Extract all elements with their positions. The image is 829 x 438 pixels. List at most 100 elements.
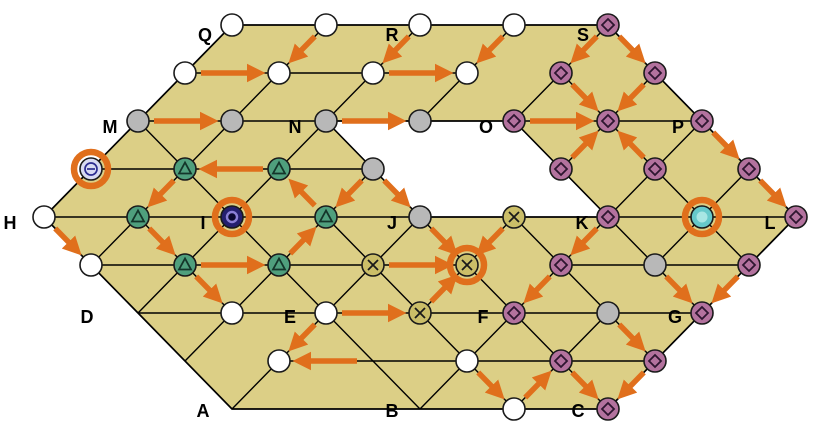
diamond-symbol-icon bbox=[741, 161, 757, 177]
site-purple bbox=[690, 109, 714, 133]
vertex-label-H: H bbox=[4, 213, 17, 233]
site-white bbox=[220, 13, 244, 37]
site-green bbox=[173, 157, 197, 181]
diamond-symbol-icon bbox=[600, 209, 616, 225]
site-green bbox=[267, 157, 291, 181]
site-gray bbox=[220, 109, 244, 133]
site-purple bbox=[596, 205, 620, 229]
site-green bbox=[173, 253, 197, 277]
triangle-symbol-icon bbox=[177, 256, 193, 271]
diamond-symbol-icon bbox=[600, 401, 616, 417]
diamond-symbol-icon bbox=[553, 161, 569, 177]
flow-arrow bbox=[335, 178, 364, 208]
site-purple bbox=[643, 61, 667, 85]
site-white bbox=[408, 13, 432, 37]
flow-arrow bbox=[617, 370, 646, 400]
diamond-symbol-icon bbox=[694, 113, 710, 129]
triangle-symbol-icon bbox=[271, 256, 287, 271]
minus-symbol-icon bbox=[84, 162, 98, 176]
defect-ring bbox=[446, 244, 488, 286]
diamond-symbol-icon bbox=[741, 257, 757, 273]
teal-core-icon bbox=[696, 211, 708, 223]
diamond-symbol-icon bbox=[553, 257, 569, 273]
flow-arrow bbox=[147, 226, 176, 256]
site-purple bbox=[502, 109, 526, 133]
vertex-label-R: R bbox=[386, 25, 399, 45]
site-white bbox=[314, 301, 338, 325]
defect-ring bbox=[681, 196, 723, 238]
flow-arrow bbox=[570, 226, 599, 256]
vertex-label-S: S bbox=[577, 25, 589, 45]
triangle-symbol-icon bbox=[271, 160, 287, 175]
diamond-symbol-icon bbox=[506, 305, 522, 321]
diamond-symbol-icon bbox=[553, 353, 569, 369]
site-white bbox=[173, 61, 197, 85]
site-purple bbox=[596, 13, 620, 37]
site-green bbox=[267, 253, 291, 277]
flow-arrow bbox=[617, 82, 646, 112]
defect-ring bbox=[70, 148, 112, 190]
site-purple bbox=[549, 253, 573, 277]
flow-arrow bbox=[570, 370, 599, 400]
flow-arrow bbox=[617, 322, 646, 352]
flow-arrow bbox=[194, 274, 223, 304]
flow-arrow bbox=[288, 322, 317, 352]
flow-arrow bbox=[429, 226, 458, 256]
site-purple bbox=[643, 349, 667, 373]
site-purple bbox=[549, 349, 573, 373]
cross-symbol-icon bbox=[367, 259, 379, 271]
triangle-symbol-icon bbox=[177, 160, 193, 175]
diamond-symbol-icon bbox=[506, 113, 522, 129]
site-purple bbox=[549, 157, 573, 181]
vertex-label-I: I bbox=[200, 213, 205, 233]
flow-arrow bbox=[476, 34, 505, 64]
triangle-symbol-icon bbox=[130, 208, 146, 223]
site-gray bbox=[596, 301, 620, 325]
flow-arrow bbox=[429, 274, 458, 304]
vertex-label-C: C bbox=[572, 401, 585, 421]
diamond-symbol-icon bbox=[600, 113, 616, 129]
site-white bbox=[455, 61, 479, 85]
cross-symbol-icon bbox=[414, 307, 426, 319]
site-gray bbox=[408, 109, 432, 133]
flow-arrow bbox=[523, 274, 552, 304]
diamond-symbol-icon bbox=[694, 305, 710, 321]
site-purple bbox=[784, 205, 808, 229]
diamond-symbol-icon bbox=[647, 65, 663, 81]
flow-arrow bbox=[758, 178, 787, 208]
cross-symbol-icon bbox=[461, 259, 473, 271]
vertex-label-B: B bbox=[386, 401, 399, 421]
site-white bbox=[502, 13, 526, 37]
flow-arrow bbox=[147, 178, 176, 208]
site-purple bbox=[690, 301, 714, 325]
vertex-label-P: P bbox=[672, 117, 684, 137]
site-white bbox=[314, 13, 338, 37]
flow-arrow bbox=[288, 178, 317, 208]
vertex-label-Q: Q bbox=[198, 25, 212, 45]
flow-arrow bbox=[711, 274, 740, 304]
diamond-symbol-icon bbox=[788, 209, 804, 225]
vertex-label-A: A bbox=[197, 401, 210, 421]
vertex-label-N: N bbox=[289, 117, 302, 137]
site-white bbox=[361, 61, 385, 85]
site-white bbox=[267, 349, 291, 373]
flow-arrow bbox=[570, 130, 599, 160]
site-gray bbox=[361, 157, 385, 181]
vertex-label-J: J bbox=[387, 213, 397, 233]
site-gray bbox=[408, 205, 432, 229]
site-purple bbox=[596, 109, 620, 133]
vertex-label-E: E bbox=[284, 307, 296, 327]
vertex-label-F: F bbox=[478, 307, 489, 327]
site-purple bbox=[737, 253, 761, 277]
flow-arrow bbox=[664, 274, 693, 304]
flow-arrow bbox=[382, 178, 411, 208]
vertex-label-K: K bbox=[576, 213, 589, 233]
flow-arrow bbox=[476, 226, 505, 256]
site-purple bbox=[596, 397, 620, 421]
site-purple bbox=[502, 301, 526, 325]
site-purple bbox=[643, 157, 667, 181]
vertex-label-O: O bbox=[479, 117, 493, 137]
site-green bbox=[126, 205, 150, 229]
